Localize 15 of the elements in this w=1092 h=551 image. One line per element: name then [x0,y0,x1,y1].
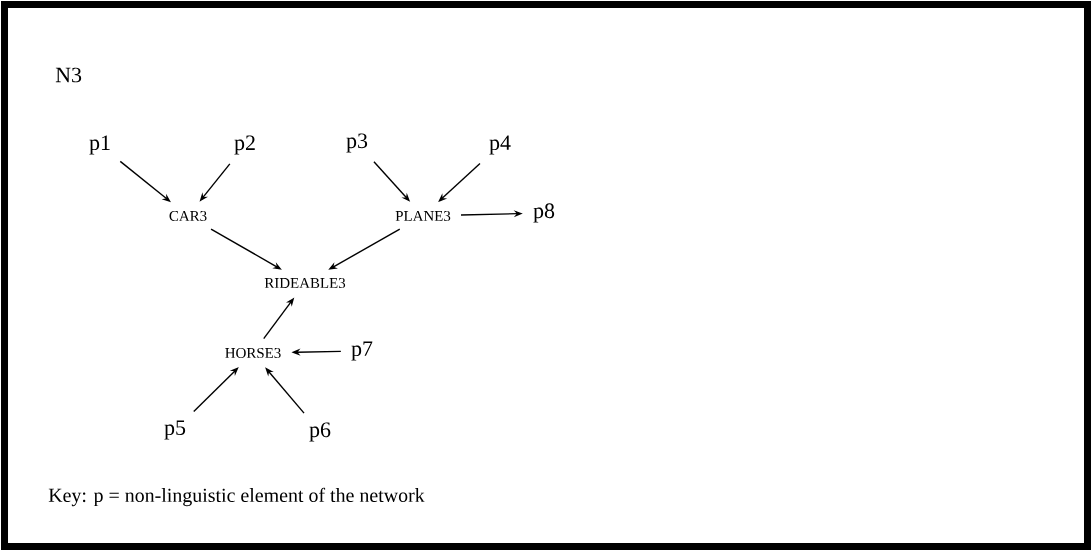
node-label: PLANE3 [395,211,451,221]
node-label: HORSE3 [225,348,281,358]
node-label: p6 [309,422,331,442]
arrow [193,367,239,413]
node-label: CAR3 [169,211,207,221]
node-label: p5 [164,420,186,440]
node-label: p4 [489,135,511,155]
key-note: Key: p = non-linguistic element of the network [48,487,425,507]
node-label: p7 [351,341,373,361]
node-label: p2 [234,135,255,155]
title-label: N3 [55,67,82,83]
node-label: p8 [533,203,555,223]
node-label: p3 [346,133,368,153]
node-label: p1 [89,135,110,155]
node-label: RIDEABLE3 [264,278,346,288]
